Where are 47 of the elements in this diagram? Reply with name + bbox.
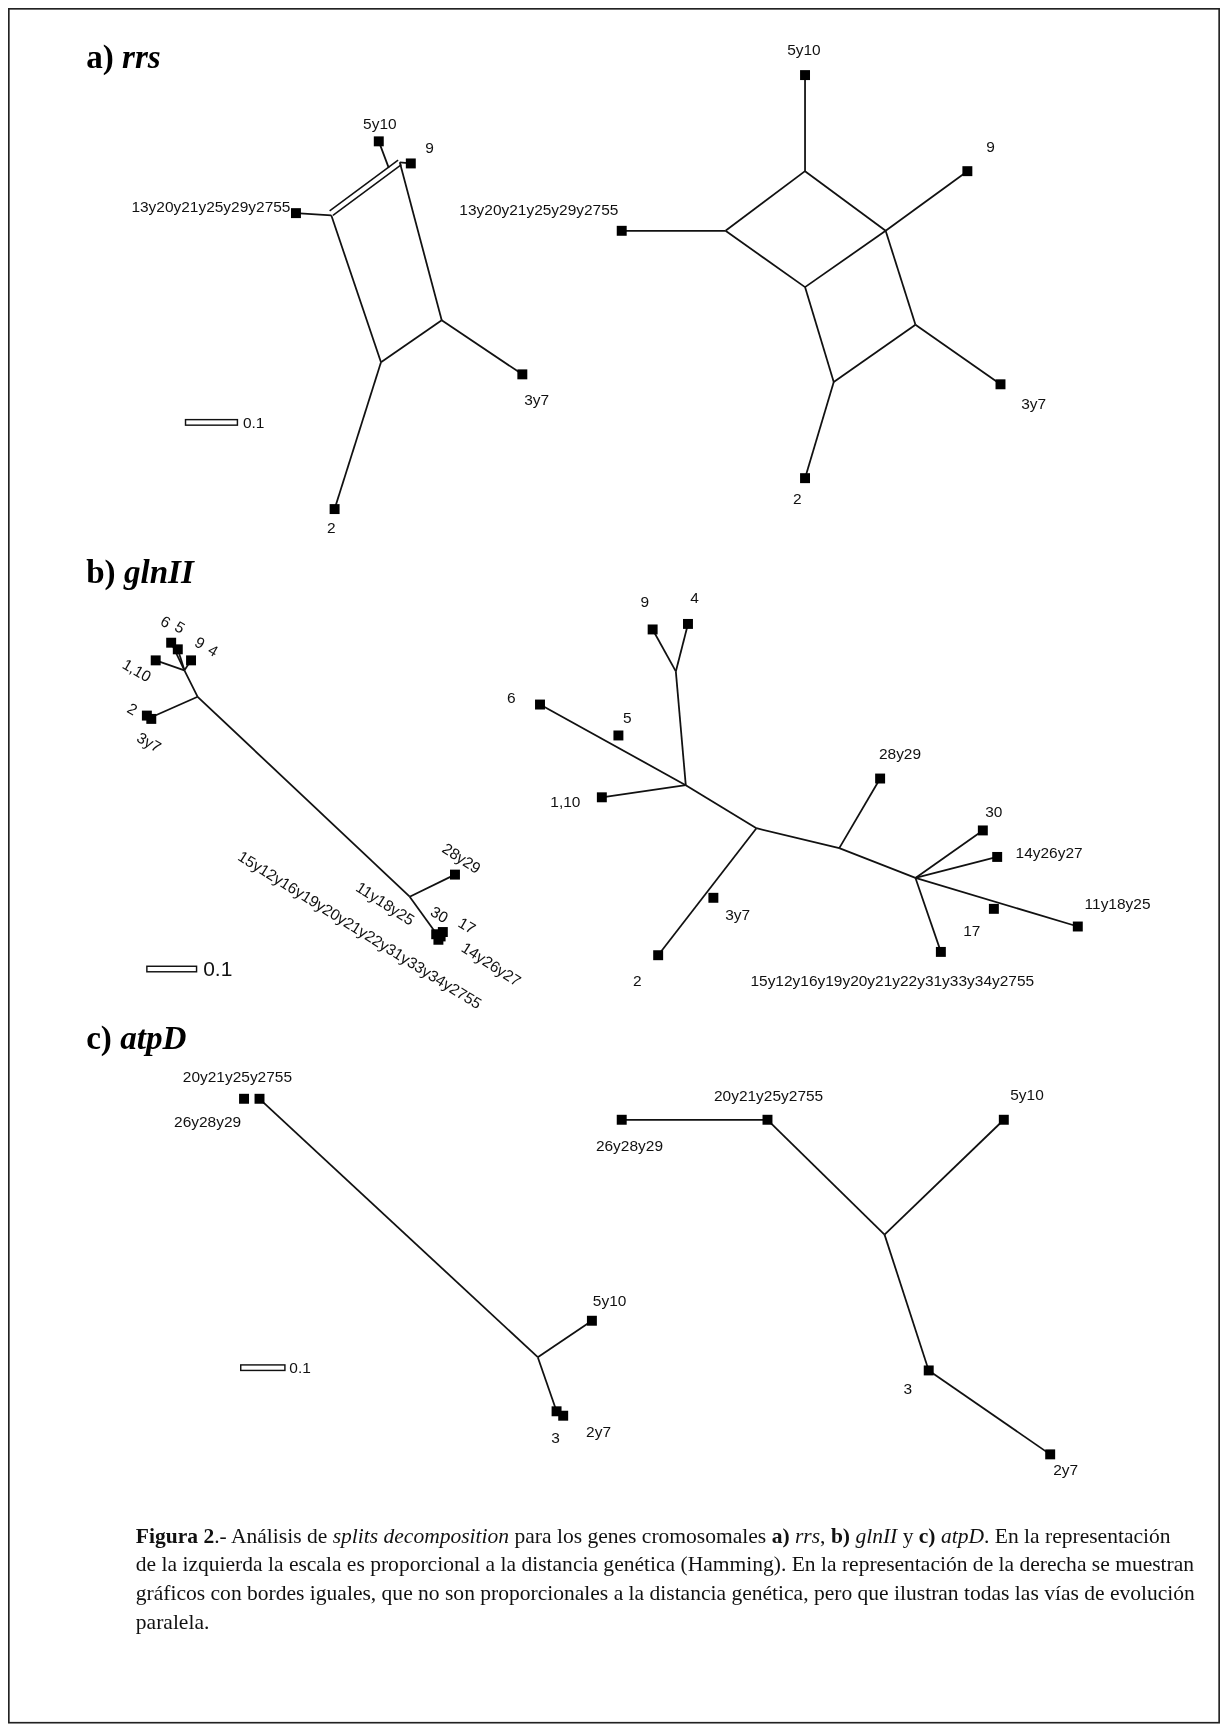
taxon-label: 20y21y25y2755 bbox=[182, 1068, 292, 1085]
taxon-label: 5y10 bbox=[592, 1293, 627, 1309]
taxon-label: 5 bbox=[172, 618, 188, 637]
taxon-label: 13y20y21y25y29y2755 bbox=[131, 198, 291, 215]
taxon-label: 26y28y29 bbox=[174, 1114, 242, 1130]
taxon-label: 3 bbox=[551, 1430, 560, 1446]
taxon-label: 3y7 bbox=[524, 392, 550, 408]
taxon-label: 9 bbox=[425, 140, 434, 156]
scale-label: 0.1 bbox=[203, 958, 233, 979]
taxon-label: 5y10 bbox=[363, 115, 397, 132]
taxon-label: 6 bbox=[507, 690, 516, 706]
taxon-label: 9 bbox=[986, 139, 995, 155]
taxon-label: 2 bbox=[327, 520, 336, 536]
taxon-label: 3y7 bbox=[1021, 395, 1047, 411]
taxon-label: 20y21y25y2755 bbox=[714, 1087, 824, 1104]
taxon-label: 3 bbox=[903, 1380, 913, 1396]
taxon-label: 9 bbox=[640, 594, 650, 610]
taxon-label: 2 bbox=[632, 972, 642, 989]
taxon-label: 9 bbox=[192, 633, 208, 652]
taxon-label: 5y10 bbox=[1010, 1086, 1044, 1103]
taxon-label: 2y7 bbox=[586, 1423, 611, 1439]
taxon-label: 17 bbox=[963, 923, 981, 939]
taxon-label: 13y20y21y25y29y2755 bbox=[459, 202, 619, 218]
taxon-label: 5y10 bbox=[787, 41, 821, 58]
taxon-label: 15y12y16y19y20y21y22y31y33y34y2755 bbox=[750, 972, 1035, 989]
panel-heading: c) atpD bbox=[86, 1021, 187, 1055]
panel-heading: b) glnII bbox=[86, 555, 194, 589]
taxon-label: 3y7 bbox=[134, 729, 164, 755]
taxon-label: 14y26y27 bbox=[1015, 844, 1083, 861]
taxon-label: 30 bbox=[985, 803, 1003, 820]
taxon-label: 5 bbox=[622, 710, 632, 726]
taxon-label: 2 bbox=[793, 490, 802, 506]
taxon-label: 26y28y29 bbox=[595, 1137, 663, 1153]
taxon-label: 4 bbox=[690, 589, 699, 606]
panel-heading: a) rrs bbox=[86, 40, 161, 74]
taxon-label: 1,10 bbox=[120, 656, 154, 685]
taxon-label: 2y7 bbox=[1053, 1462, 1079, 1478]
taxon-label: 4 bbox=[205, 641, 221, 660]
taxon-label: 28y29 bbox=[878, 745, 922, 761]
taxon-label: 6 bbox=[158, 612, 174, 631]
taxon-label: 11y18y25 bbox=[1084, 895, 1151, 912]
taxon-label: 2 bbox=[124, 700, 141, 718]
taxon-label: 0.1 bbox=[242, 415, 265, 431]
taxon-label: 1,10 bbox=[550, 794, 581, 810]
taxon-label: 3y7 bbox=[725, 906, 751, 923]
taxon-label: 0.1 bbox=[289, 1359, 311, 1375]
figure-caption: Figura 2.- Análisis de splits decomposition para los genes cromosomales a) rrs, b) glnII y c) atpD. En la representación de la izquierda la escala es proporcional a la distancia genética (Hamming). En la representación de la derecha se muestran gráficos con bordes iguales, que no son proporcionales a la distancia genética, pero que ilustran todas las vías de evolución paralela. bbox=[135, 1522, 1196, 1636]
